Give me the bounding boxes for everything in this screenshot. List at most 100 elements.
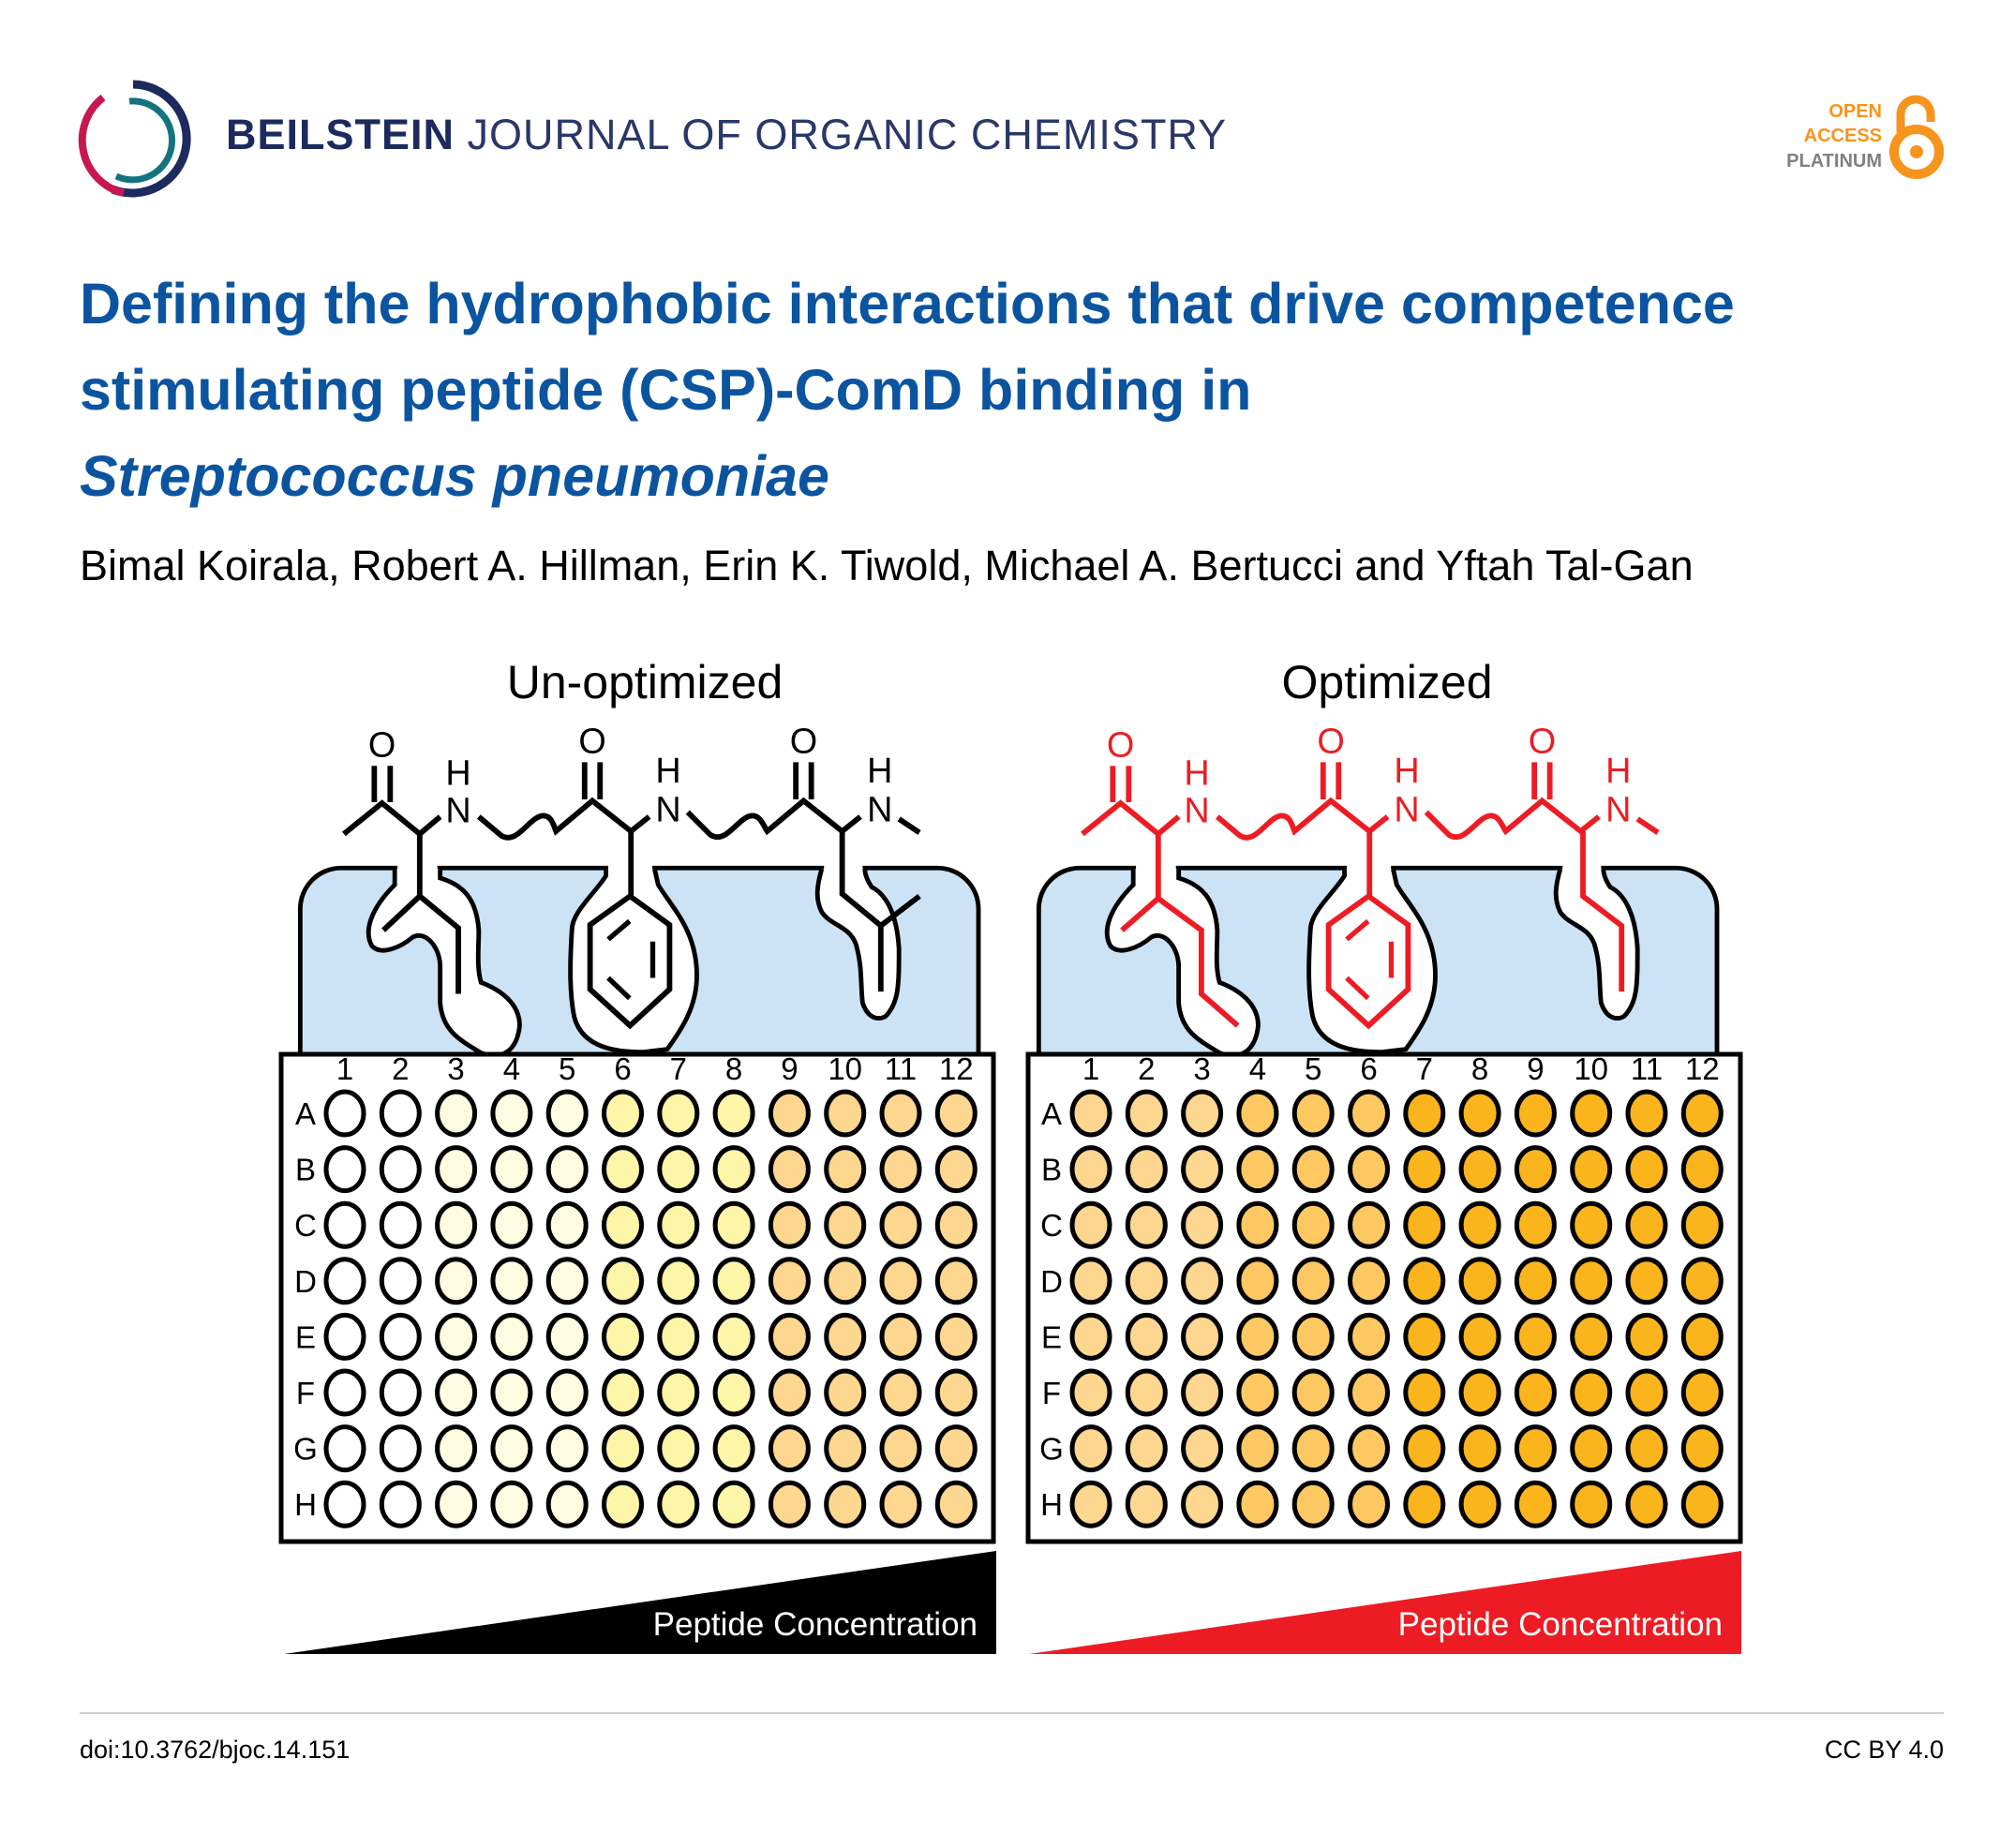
row-label: F <box>1042 1376 1061 1410</box>
well-E6 <box>602 1312 644 1361</box>
well-E10 <box>824 1312 867 1361</box>
well-H12 <box>1680 1480 1724 1528</box>
atom-h: H <box>445 754 470 794</box>
row-label: G <box>1039 1432 1064 1467</box>
article-title: Defining the hydrophobic interactions th… <box>80 261 1973 519</box>
well-G7 <box>657 1424 700 1473</box>
well-B10 <box>824 1145 867 1194</box>
well-F8 <box>1458 1368 1501 1417</box>
well-C7 <box>1403 1200 1446 1249</box>
well-E7 <box>657 1312 700 1361</box>
atom-n: N <box>445 791 470 830</box>
well-E4 <box>1236 1312 1279 1361</box>
well-H3 <box>435 1480 478 1528</box>
well-F1 <box>1069 1368 1112 1417</box>
row-label: B <box>1041 1153 1062 1187</box>
well-A12 <box>934 1089 978 1138</box>
well-H10 <box>1570 1480 1613 1528</box>
well-E11 <box>879 1312 922 1361</box>
column-label: 9 <box>1527 1051 1544 1086</box>
well-D9 <box>768 1257 811 1305</box>
column-label: 3 <box>1193 1051 1210 1086</box>
well-C11 <box>1625 1200 1668 1249</box>
gradient-label-optimized: Peptide Concentration <box>1398 1606 1723 1643</box>
well-B9 <box>768 1145 811 1194</box>
well-B8 <box>1458 1145 1501 1194</box>
well-H7 <box>1403 1480 1446 1528</box>
atom-h: H <box>1184 754 1209 794</box>
well-C9 <box>768 1200 811 1249</box>
concentration-gradient-optimized <box>1029 1551 1741 1654</box>
well-A3 <box>1181 1089 1224 1138</box>
optimized-peptide-structure: O H N O H N O H N <box>1038 723 1717 1179</box>
well-F1 <box>323 1368 366 1417</box>
row-label: C <box>294 1208 317 1243</box>
row-label: G <box>293 1432 318 1467</box>
atom-o: O <box>790 723 817 762</box>
well-G7 <box>1403 1424 1446 1473</box>
well-A6 <box>602 1089 644 1138</box>
author-list: Bimal Koirala, Robert A. Hillman, Erin K… <box>80 542 1694 589</box>
atom-o: O <box>1107 726 1134 766</box>
well-G12 <box>934 1424 978 1473</box>
well-E8 <box>1458 1312 1501 1361</box>
concentration-gradient-unoptimized <box>284 1551 996 1654</box>
well-A3 <box>435 1089 478 1138</box>
well-H4 <box>1236 1480 1279 1528</box>
atom-o: O <box>1529 723 1556 762</box>
well-C3 <box>435 1200 478 1249</box>
well-C5 <box>545 1200 589 1249</box>
well-D6 <box>1348 1257 1390 1305</box>
row-label: H <box>1040 1487 1063 1522</box>
well-C1 <box>323 1200 366 1249</box>
well-G11 <box>879 1424 922 1473</box>
column-label: 3 <box>447 1051 464 1086</box>
well-G4 <box>1236 1424 1279 1473</box>
well-F9 <box>768 1368 811 1417</box>
well-H5 <box>1291 1480 1335 1528</box>
well-G3 <box>1181 1424 1224 1473</box>
doi-link[interactable]: doi:10.3762/bjoc.14.151 <box>80 1736 351 1764</box>
well-A4 <box>490 1089 533 1138</box>
well-E5 <box>1291 1312 1335 1361</box>
well-A1 <box>1069 1089 1112 1138</box>
well-F4 <box>490 1368 533 1417</box>
well-H1 <box>323 1480 366 1528</box>
well-D3 <box>435 1257 478 1305</box>
well-A6 <box>1348 1089 1390 1138</box>
open-access-label-2: ACCESS <box>1803 126 1882 146</box>
atom-h: H <box>655 752 680 791</box>
journal-name-bold: BEILSTEIN <box>226 111 455 158</box>
well-B6 <box>602 1145 644 1194</box>
well-F3 <box>1181 1368 1224 1417</box>
row-label: F <box>296 1376 315 1410</box>
well-A9 <box>1514 1089 1557 1138</box>
well-F3 <box>435 1368 478 1417</box>
column-label: 5 <box>1305 1051 1321 1086</box>
well-B7 <box>1403 1145 1446 1194</box>
row-label: E <box>1041 1319 1062 1354</box>
column-label: 12 <box>939 1051 974 1086</box>
license-label[interactable]: CC BY 4.0 <box>1824 1736 1944 1764</box>
well-B3 <box>1181 1145 1224 1194</box>
well-A12 <box>1680 1089 1724 1138</box>
well-G4 <box>490 1424 533 1473</box>
well-B7 <box>657 1145 700 1194</box>
well-F12 <box>1680 1368 1724 1417</box>
well-D8 <box>1458 1257 1501 1305</box>
well-C6 <box>602 1200 644 1249</box>
well-C4 <box>1236 1200 1279 1249</box>
well-B6 <box>1348 1145 1390 1194</box>
well-E3 <box>1181 1312 1224 1361</box>
well-F6 <box>602 1368 644 1417</box>
well-D1 <box>1069 1257 1112 1305</box>
row-label: D <box>1040 1264 1063 1299</box>
well-E4 <box>490 1312 533 1361</box>
row-label: E <box>295 1319 316 1354</box>
well-D12 <box>934 1257 978 1305</box>
well-E12 <box>1680 1312 1724 1361</box>
well-E1 <box>323 1312 366 1361</box>
well-B2 <box>379 1145 422 1194</box>
well-A7 <box>657 1089 700 1138</box>
